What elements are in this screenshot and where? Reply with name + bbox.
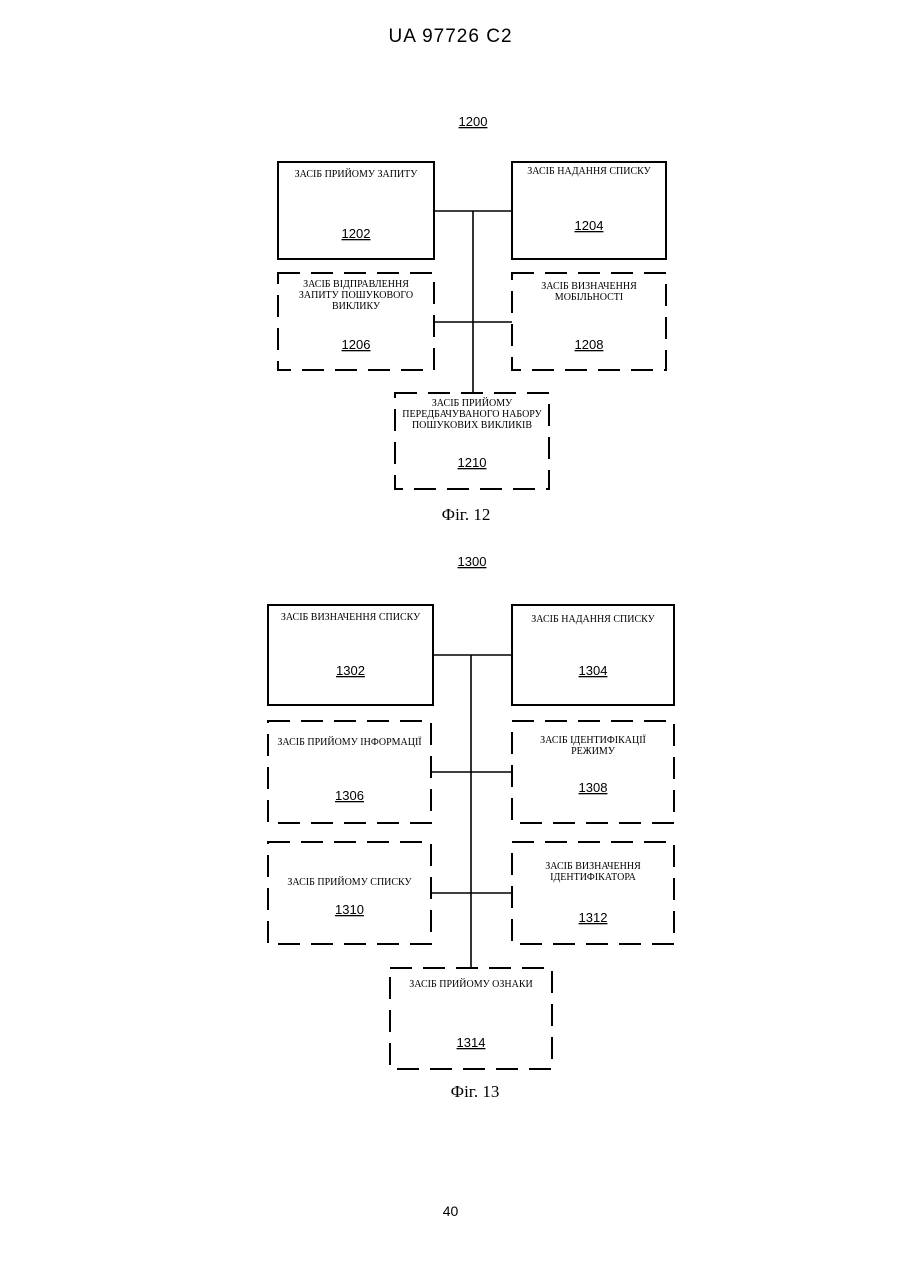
- block-label-1210: ЗАСІБ ПРИЙОМУ: [432, 397, 513, 409]
- block-number-1312: 1312: [579, 910, 608, 925]
- block-number-1306: 1306: [335, 788, 364, 803]
- block-label-1204: ЗАСІБ НАДАННЯ СПИСКУ: [527, 166, 651, 177]
- block-number-1210: 1210: [458, 455, 487, 470]
- figure-13-reference: 1300: [458, 554, 487, 569]
- block-frame-1310: [268, 842, 431, 944]
- block-frame-1312: [512, 842, 674, 944]
- block-1210: ЗАСІБ ПРИЙОМУПЕРЕДБАЧУВАНОГО НАБОРУПОШУК…: [395, 393, 549, 489]
- block-1310: ЗАСІБ ПРИЙОМУ СПИСКУ 1310: [268, 842, 431, 944]
- block-label-1302: ЗАСІБ ВИЗНАЧЕННЯ СПИСКУ: [281, 612, 421, 623]
- block-number-1202: 1202: [342, 226, 371, 241]
- block-number-1310: 1310: [335, 902, 364, 917]
- block-1202: ЗАСІБ ПРИЙОМУ ЗАПИТУ 1202: [278, 162, 434, 259]
- block-1206: ЗАСІБ ВІДПРАВЛЕННЯЗАПИТУ ПОШУКОВОГОВИКЛИ…: [278, 273, 434, 370]
- block-number-1308: 1308: [579, 780, 608, 795]
- block-label-1206: ЗАПИТУ ПОШУКОВОГО: [299, 290, 413, 301]
- block-1312: ЗАСІБ ВИЗНАЧЕННЯІДЕНТИФІКАТОРА 1312: [512, 842, 674, 944]
- block-label-1208: МОБІЛЬНОСТІ: [555, 292, 623, 303]
- block-number-1304: 1304: [579, 663, 608, 678]
- block-label-1210: ПОШУКОВИХ ВИКЛИКІВ: [412, 420, 532, 431]
- block-1306: ЗАСІБ ПРИЙОМУ ІНФОРМАЦІЇ 1306: [268, 721, 431, 823]
- block-1308: ЗАСІБ ІДЕНТИФІКАЦІЇРЕЖИМУ 1308: [512, 721, 674, 823]
- block-label-1308: РЕЖИМУ: [571, 746, 616, 757]
- block-label-1314: ЗАСІБ ПРИЙОМУ ОЗНАКИ: [409, 978, 532, 990]
- block-label-1312: ЗАСІБ ВИЗНАЧЕННЯ: [545, 861, 641, 872]
- block-label-1306: ЗАСІБ ПРИЙОМУ ІНФОРМАЦІЇ: [277, 736, 422, 748]
- figure-13: 1300 ЗАСІБ ВИЗНАЧЕННЯ СПИСКУ 1302 ЗАСІБ НА…: [268, 554, 674, 1101]
- figure-13-caption: Фіг. 13: [451, 1082, 500, 1101]
- block-number-1208: 1208: [575, 337, 604, 352]
- block-number-1206: 1206: [342, 337, 371, 352]
- block-label-1206: ЗАСІБ ВІДПРАВЛЕННЯ: [303, 279, 409, 290]
- block-1208: ЗАСІБ ВИЗНАЧЕННЯМОБІЛЬНОСТІ 1208: [512, 273, 666, 370]
- block-number-1302: 1302: [336, 663, 365, 678]
- block-number-1314: 1314: [457, 1035, 486, 1050]
- block-label-1208: ЗАСІБ ВИЗНАЧЕННЯ: [541, 281, 637, 292]
- block-label-1312: ІДЕНТИФІКАТОРА: [550, 872, 637, 883]
- block-label-1202: ЗАСІБ ПРИЙОМУ ЗАПИТУ: [295, 168, 419, 180]
- figure-13-connectors: [431, 655, 512, 968]
- block-1302: ЗАСІБ ВИЗНАЧЕННЯ СПИСКУ 1302: [268, 605, 433, 705]
- figure-12-reference: 1200: [459, 114, 488, 129]
- block-label-1310: ЗАСІБ ПРИЙОМУ СПИСКУ: [287, 876, 412, 888]
- figure-12-connectors: [434, 211, 512, 393]
- page-number: 40: [0, 1203, 901, 1219]
- block-label-1304: ЗАСІБ НАДАННЯ СПИСКУ: [531, 614, 655, 625]
- figure-12-caption: Фіг. 12: [442, 505, 491, 524]
- block-label-1210: ПЕРЕДБАЧУВАНОГО НАБОРУ: [402, 409, 542, 420]
- block-label-1308: ЗАСІБ ІДЕНТИФІКАЦІЇ: [540, 734, 646, 746]
- block-1204: ЗАСІБ НАДАННЯ СПИСКУ 1204: [512, 162, 666, 259]
- block-number-1204: 1204: [575, 218, 604, 233]
- block-label-1206: ВИКЛИКУ: [332, 301, 381, 312]
- figure-12: 1200 ЗАСІБ ПРИЙОМУ ЗАПИТУ 1202 ЗАСІБ НАДАН…: [278, 114, 666, 524]
- block-1304: ЗАСІБ НАДАННЯ СПИСКУ 1304: [512, 605, 674, 705]
- block-1314: ЗАСІБ ПРИЙОМУ ОЗНАКИ 1314: [390, 968, 552, 1069]
